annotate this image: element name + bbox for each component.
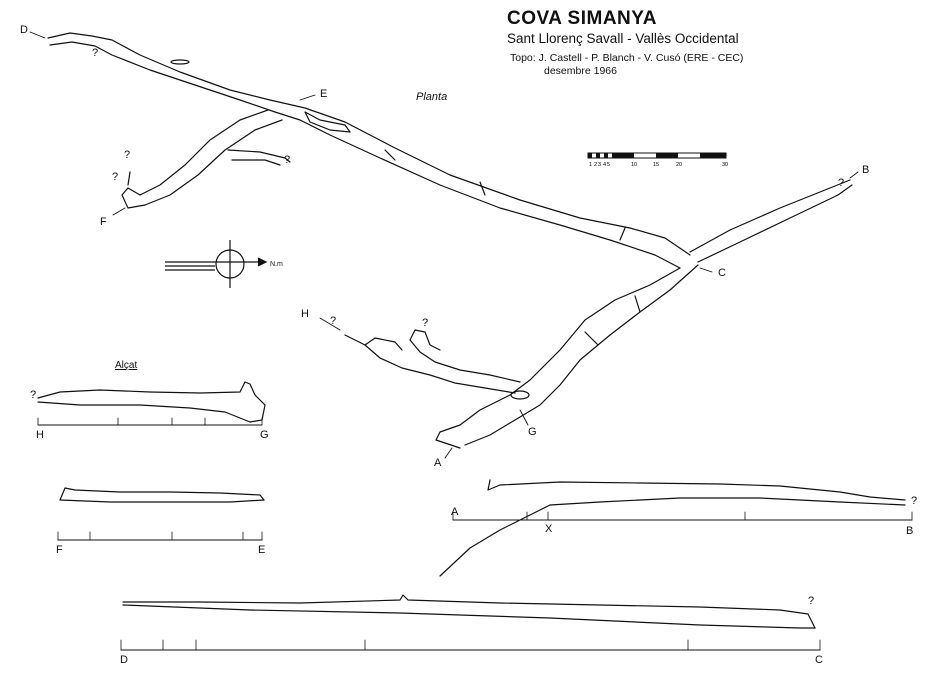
plan-unknown-d: ? xyxy=(92,47,99,59)
plan-point-b: B xyxy=(862,164,870,176)
elevation-dc xyxy=(120,594,821,651)
elev-point-e: E xyxy=(258,544,266,556)
scale-tick-15: 15 xyxy=(653,162,659,168)
elevation-fe xyxy=(57,487,265,541)
map-credits: Topo: J. Castell - P. Blanch - V. Cusó (… xyxy=(510,52,743,78)
plan-point-g: G xyxy=(528,426,537,438)
elev-point-c: C xyxy=(815,654,823,666)
plan-unknown-e: ? xyxy=(284,154,291,166)
scale-tick-4: 4 xyxy=(603,162,606,168)
elev-dc-unknown: ? xyxy=(808,595,815,607)
elev-point-f: F xyxy=(56,544,63,556)
credits-line1: Topo: J. Castell - P. Blanch - V. Cusó (… xyxy=(510,52,744,64)
scale-tick-1: 1 xyxy=(589,162,592,168)
plan-point-a: A xyxy=(434,457,442,469)
plan-main-passage xyxy=(47,32,691,269)
plan-unknown-h2: ? xyxy=(422,317,429,329)
elev-point-d: D xyxy=(120,654,128,666)
plan-unknown-b: ? xyxy=(838,177,845,189)
map-subtitle: Sant Llorenç Savall - Vallès Occidental xyxy=(507,31,739,46)
elev-ab-unknown: ? xyxy=(911,495,918,507)
elev-point-x: X xyxy=(545,523,553,535)
elev-point-g: G xyxy=(260,429,269,441)
scale-tick-3: 3 xyxy=(598,162,601,168)
elev-point-a: A xyxy=(451,506,459,518)
scale-tick-20: 20 xyxy=(676,162,682,168)
elevation-hg xyxy=(37,381,266,426)
plan-branch-f xyxy=(121,109,291,209)
plan-point-e: E xyxy=(320,88,328,100)
credits-line2: desembre 1966 xyxy=(544,65,617,77)
scale-bar: 1 2 3 4 5 10 15 20 30 xyxy=(587,152,728,168)
elevation-ab xyxy=(439,479,913,577)
plan-passage-a xyxy=(435,264,699,449)
plan-branch-b xyxy=(689,179,853,263)
station-leaders xyxy=(29,31,859,459)
north-label: N.m xyxy=(270,261,283,268)
elevation-view-label: Alçat xyxy=(115,360,138,371)
scale-tick-5: 5 xyxy=(607,162,610,168)
plan-point-c: C xyxy=(718,267,726,279)
plan-view-label: Planta xyxy=(416,91,448,103)
plan-point-d: D xyxy=(20,24,28,36)
plan-unknown-f2: ? xyxy=(112,171,119,183)
scale-tick-2: 2 xyxy=(594,162,597,168)
plan-point-f: F xyxy=(100,216,107,228)
plan-unknown-f1: ? xyxy=(124,149,131,161)
elev-point-h: H xyxy=(36,429,44,441)
elev-point-b: B xyxy=(906,525,914,537)
plan-unknown-h1: ? xyxy=(330,315,337,327)
scale-tick-30: 30 xyxy=(722,162,728,168)
elev-hg-unknown: ? xyxy=(30,389,37,401)
plan-point-h: H xyxy=(301,308,309,320)
map-title: COVA SIMANYA xyxy=(507,8,657,29)
scale-tick-10: 10 xyxy=(631,162,637,168)
plan-branch-h xyxy=(344,329,521,394)
north-arrow: N.m xyxy=(165,240,283,288)
